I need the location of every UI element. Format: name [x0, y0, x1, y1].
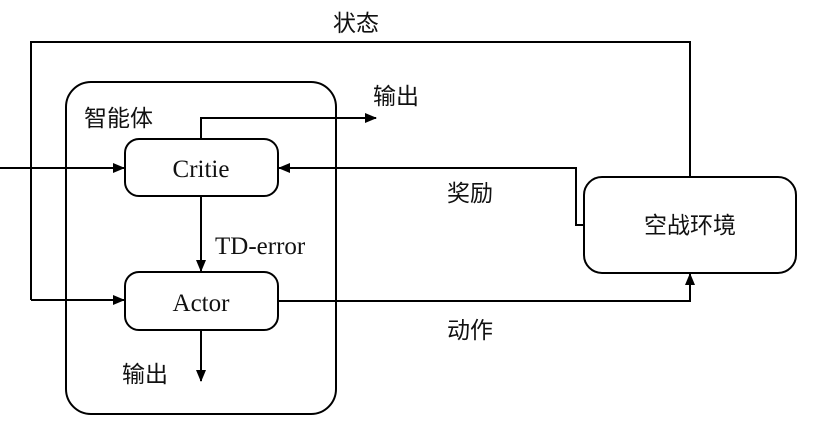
state-edge [30, 41, 691, 300]
critic-node: Critie [124, 138, 279, 197]
reward-edge-label: 奖励 [447, 181, 493, 207]
environment-node: 空战环境 [583, 176, 797, 274]
critic-label: Critie [173, 156, 230, 183]
action-edge-label: 动作 [447, 318, 493, 344]
agent-label: 智能体 [84, 106, 153, 132]
reward-edge [278, 163, 584, 226]
critic-output-label: 输出 [373, 84, 419, 110]
td-error-label: TD-error [215, 233, 306, 260]
actor-label: Actor [173, 290, 231, 317]
state-edge-label: 状态 [333, 11, 379, 37]
actor-node: Actor [124, 271, 279, 331]
action-edge [278, 273, 695, 302]
critic-output-edge [200, 113, 377, 139]
environment-label: 空战环境 [644, 213, 736, 239]
actor-output-label: 输出 [122, 362, 168, 388]
